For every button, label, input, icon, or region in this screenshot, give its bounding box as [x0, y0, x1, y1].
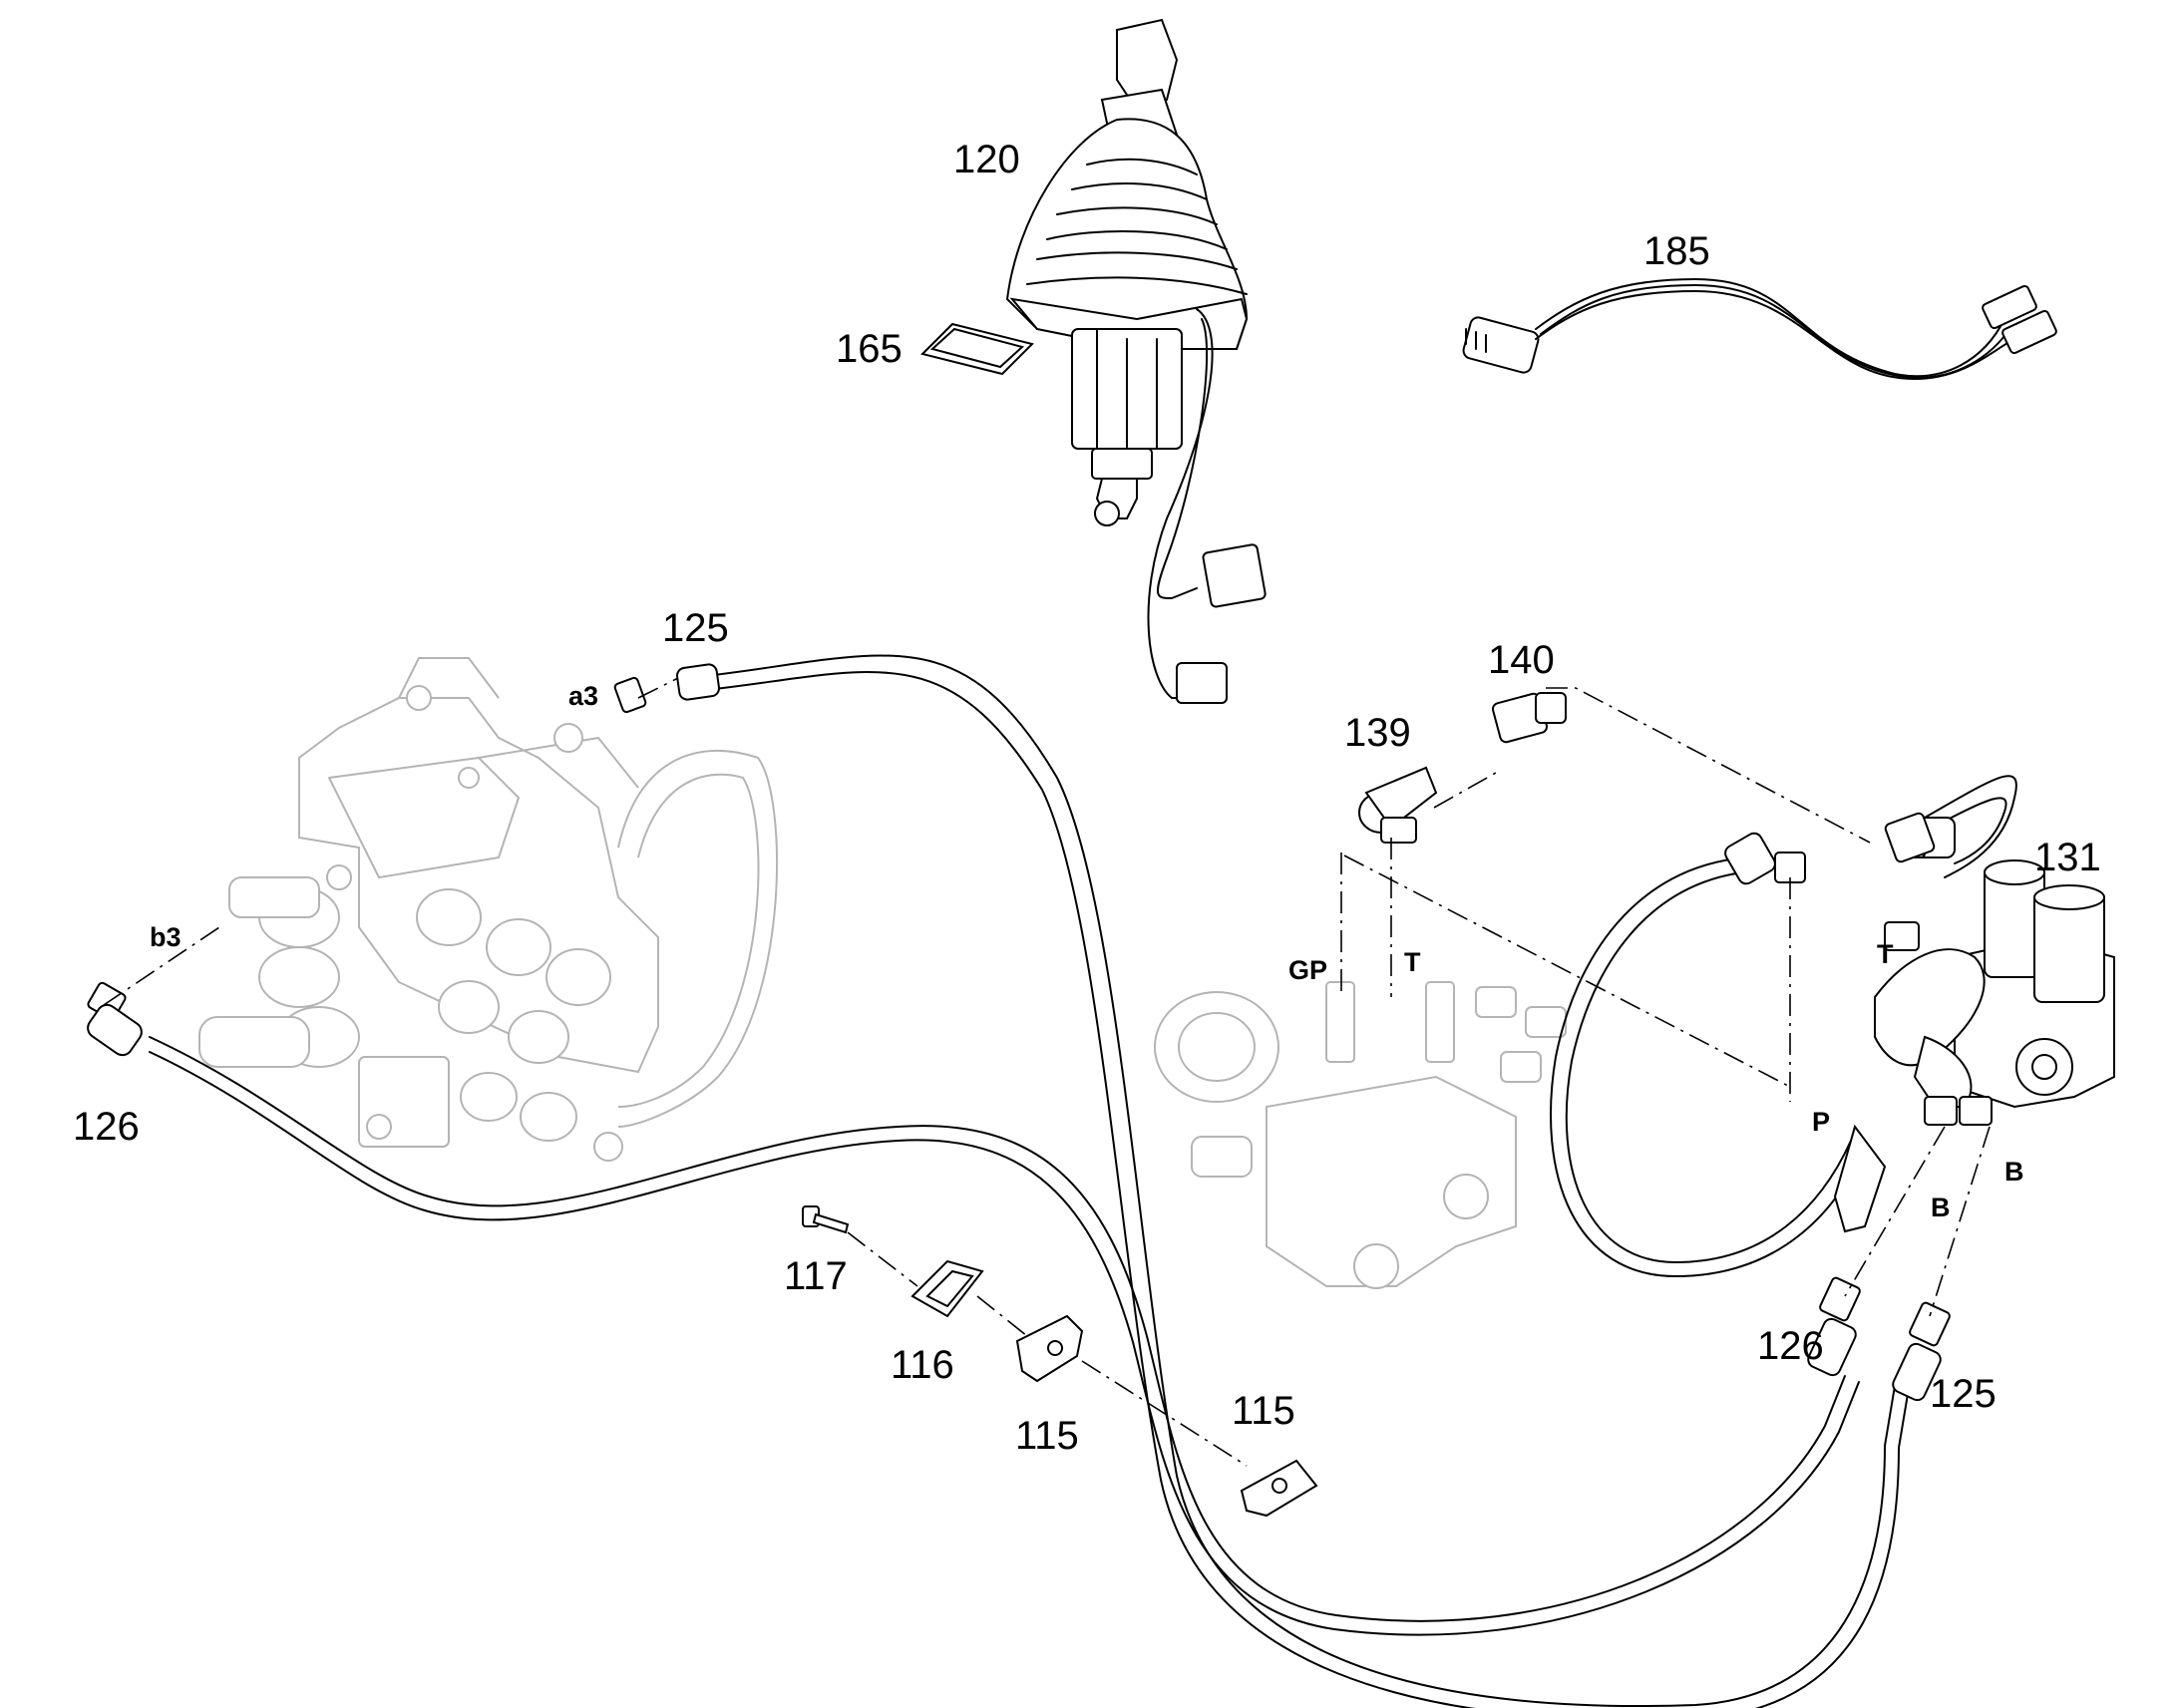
callout-139: 139: [1344, 711, 1411, 755]
fitting-a3: [613, 676, 647, 714]
decal-165: [920, 322, 1034, 376]
port-label-gp: GP: [1288, 955, 1328, 985]
clamp-115-right: [1240, 1459, 1318, 1518]
callout-165: 165: [836, 327, 903, 371]
callout-116: 116: [891, 1343, 954, 1387]
port-label-p: P: [1812, 1107, 1831, 1137]
fitting-125-right: [1909, 1301, 1951, 1347]
callout-185: 185: [1643, 229, 1710, 273]
hose-elbow-126: [87, 1003, 143, 1057]
callout-126-right: 126: [1757, 1324, 1824, 1368]
callout-117: 117: [784, 1254, 848, 1298]
hose-p-loop: [1550, 856, 1866, 1277]
hose-end-126-right: [1807, 1317, 1857, 1377]
callout-115-left: 115: [1015, 1414, 1079, 1458]
port-label-t-right: T: [1877, 939, 1894, 969]
joystick-120: [1005, 18, 1267, 704]
port-label-b-right: B: [2004, 1157, 2024, 1187]
leader-lines: [103, 677, 1991, 1467]
callout-120: 120: [953, 138, 1020, 181]
adapter-fitting-140: [1491, 692, 1567, 744]
callout-140: 140: [1488, 638, 1555, 682]
port-label-t-mid: T: [1404, 947, 1421, 977]
hose-126: [149, 1036, 1860, 1636]
port-label-a3: a3: [568, 681, 599, 711]
bolt-117: [802, 1205, 850, 1234]
callout-125-right: 125: [1930, 1372, 1997, 1416]
elbow-fitting-139: [1358, 766, 1438, 844]
fitting-top-right: [1884, 812, 1936, 863]
hose-end-125: [676, 663, 720, 701]
brake-valve-block: [1154, 981, 1567, 1289]
clamp-115-left: [1015, 1314, 1084, 1383]
valve-131: [1833, 817, 2115, 1233]
callout-131: 131: [2034, 836, 2101, 879]
elbow-hose-end: [1724, 832, 1806, 885]
callout-126-left: 126: [73, 1105, 140, 1149]
harness-185: [1462, 278, 2057, 380]
control-valve-block: [198, 657, 778, 1162]
port-label-b-lower: B: [1931, 1193, 1951, 1222]
fitting-126-right: [1819, 1276, 1861, 1322]
callout-125-top: 125: [662, 606, 729, 650]
plate-116: [910, 1259, 984, 1318]
hose-end-125-right: [1892, 1342, 1942, 1402]
port-label-b3: b3: [150, 922, 182, 952]
callout-115-right: 115: [1232, 1389, 1295, 1433]
hose-top-right: [1924, 775, 2017, 878]
hose-125: [687, 654, 1910, 1708]
